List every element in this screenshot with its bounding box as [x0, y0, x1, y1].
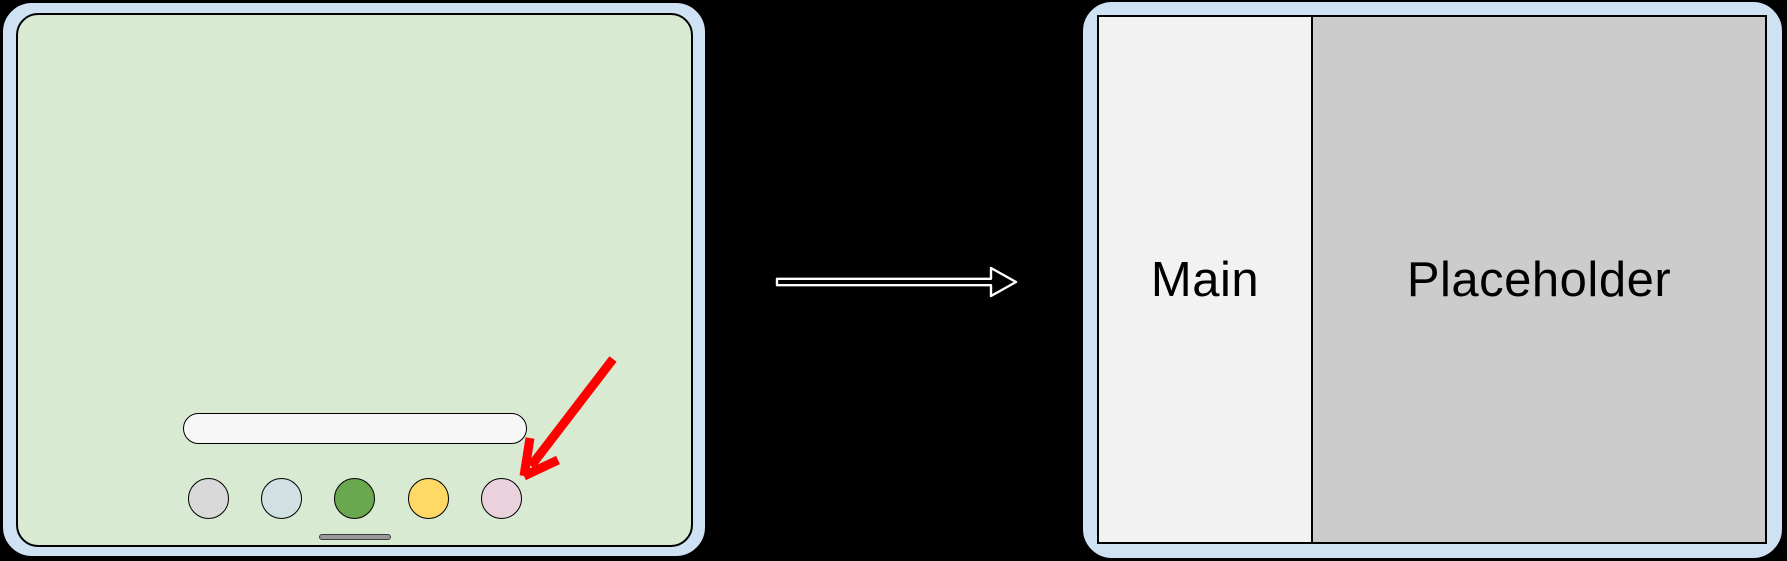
pane-main-label: Main [1150, 252, 1260, 307]
transition-arrow-icon [775, 266, 1018, 298]
pane-main: Main [1099, 17, 1313, 542]
dock-app-yellow-icon[interactable] [408, 478, 449, 519]
left-device-frame [2, 2, 706, 557]
pane-placeholder: Placeholder [1313, 17, 1765, 542]
right-device-frame: Main Placeholder [1082, 1, 1783, 559]
dock-app-gray-icon[interactable] [188, 478, 229, 519]
search-bar[interactable] [183, 413, 527, 444]
dock-app-pink-icon[interactable] [481, 478, 522, 519]
split-screen: Main Placeholder [1097, 15, 1767, 544]
home-indicator[interactable] [319, 534, 391, 540]
dock-app-green-icon[interactable] [334, 478, 375, 519]
dock-app-blue-icon[interactable] [261, 478, 302, 519]
cover-screen [16, 13, 693, 547]
pane-placeholder-label: Placeholder [1406, 252, 1672, 307]
